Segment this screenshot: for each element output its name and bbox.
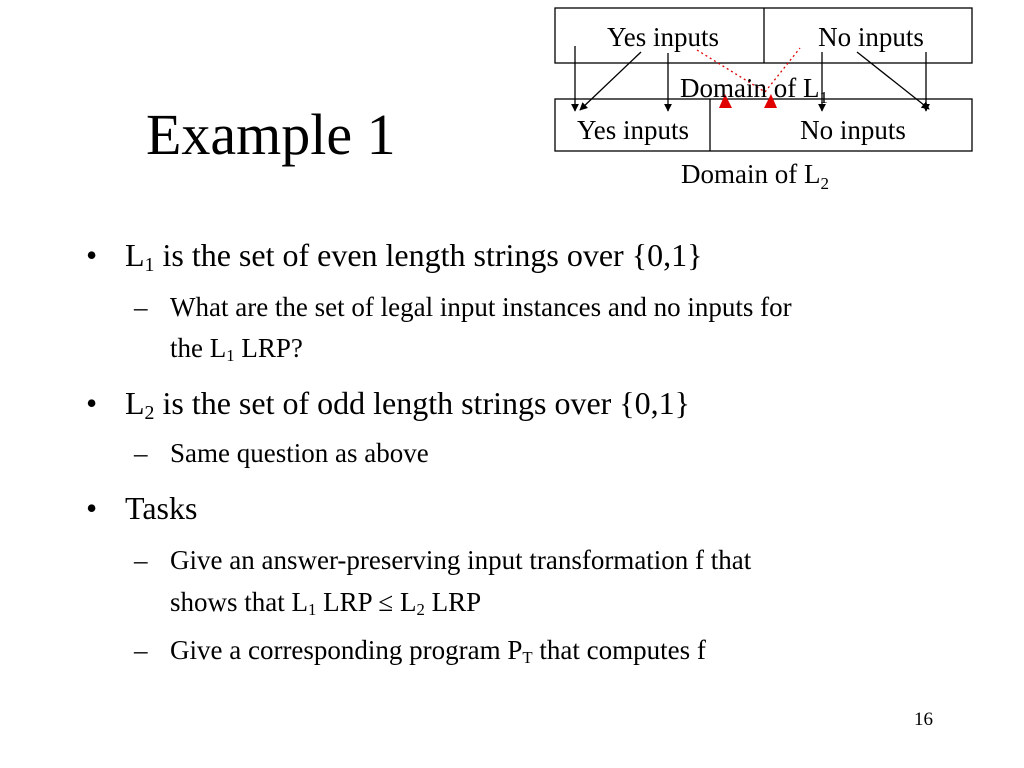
l2-domain-box	[554, 98, 973, 152]
subbullet-program: – Give a corresponding program PT that c…	[134, 630, 706, 670]
arrow-yes-to-yes-diagonal	[579, 51, 642, 111]
subbullet-same-question: – Same question as above	[134, 433, 429, 473]
page-number: 16	[914, 709, 933, 730]
l1-yes-label: Yes inputs	[607, 22, 719, 52]
slide-title: Example 1	[146, 102, 396, 167]
bullet-dash: –	[134, 438, 148, 468]
subbullet-transformation: – Give an answer-preserving input transf…	[134, 540, 751, 580]
red-dotted-link	[696, 47, 801, 93]
bullet-dot: •	[86, 385, 98, 421]
subbullet-l1-question-cont: the L1 LRP?	[170, 333, 303, 366]
red-arrowhead-left	[719, 94, 732, 108]
arrow-no-to-no-diagonal	[856, 51, 930, 110]
subbullet-transformation-cont: shows that L1 LRP ≤ L2 LRP	[170, 587, 482, 620]
l1-no-label: No inputs	[818, 22, 924, 52]
l2-yes-label: Yes inputs	[577, 115, 689, 145]
red-arrowhead-right	[764, 94, 777, 108]
bullet-l1-definition: • L1 is the set of even length strings o…	[86, 237, 703, 276]
bullet-dot: •	[86, 237, 98, 273]
bullet-tasks: • Tasks	[86, 490, 198, 526]
domain-diagram: Yes inputs No inputs Yes inputs No input…	[554, 7, 973, 193]
bullet-dash: –	[134, 635, 148, 665]
bullet-dash: –	[134, 292, 148, 322]
l2-domain-caption: Domain of L2	[681, 159, 829, 193]
bullet-l2-definition: • L2 is the set of odd length strings ov…	[86, 385, 691, 424]
l2-no-label: No inputs	[800, 115, 906, 145]
bullet-dot: •	[86, 490, 98, 526]
bullet-dash: –	[134, 545, 148, 575]
l1-domain-caption: Domain of L1	[680, 73, 828, 107]
subbullet-l1-question: – What are the set of legal input instan…	[134, 287, 792, 327]
